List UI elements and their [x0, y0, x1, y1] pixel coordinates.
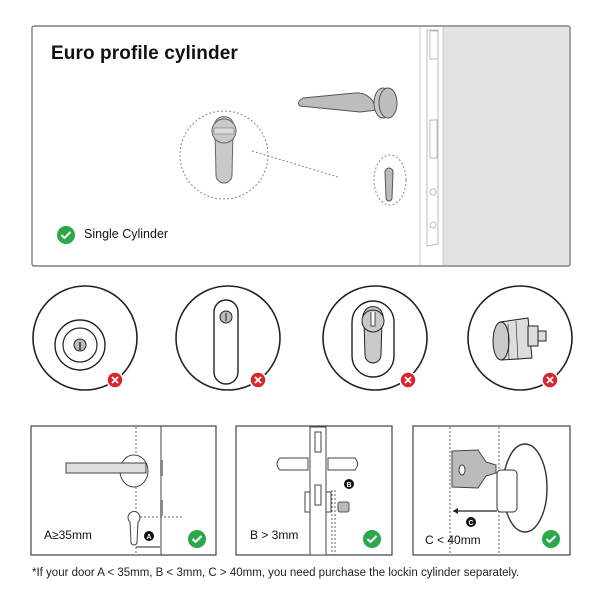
- footnote: *If your door A < 35mm, B < 3mm, C > 40m…: [32, 567, 520, 579]
- measurement-panel-a: A: [30, 425, 217, 556]
- svg-text:B: B: [346, 482, 351, 489]
- euro-cylinder-illustration: [179, 110, 407, 206]
- svg-text:A: A: [146, 534, 151, 541]
- measurement-panel-c: C: [412, 425, 571, 556]
- incompatible-round-deadbolt: [32, 285, 138, 391]
- incompatible-double-euro-cylinder: [322, 285, 428, 391]
- incompatible-thumb-turn-knob: [467, 285, 573, 391]
- compatible-label: Single Cylinder: [84, 227, 169, 241]
- door-handle-illustration: [298, 87, 398, 119]
- top-panel: [31, 25, 571, 267]
- panel-title: Euro profile cylinder: [51, 43, 238, 64]
- measurement-panel-b: B: [235, 425, 393, 556]
- x-circle-icon: [106, 371, 559, 389]
- measurement-a-label: A≥35mm: [44, 528, 92, 542]
- measurement-c-label: C < 40mm: [425, 533, 481, 547]
- measurement-b-label: B > 3mm: [250, 528, 299, 542]
- incompatible-oval-cylinder: [175, 285, 281, 391]
- svg-text:C: C: [468, 520, 473, 527]
- check-circle-icon: [57, 226, 75, 244]
